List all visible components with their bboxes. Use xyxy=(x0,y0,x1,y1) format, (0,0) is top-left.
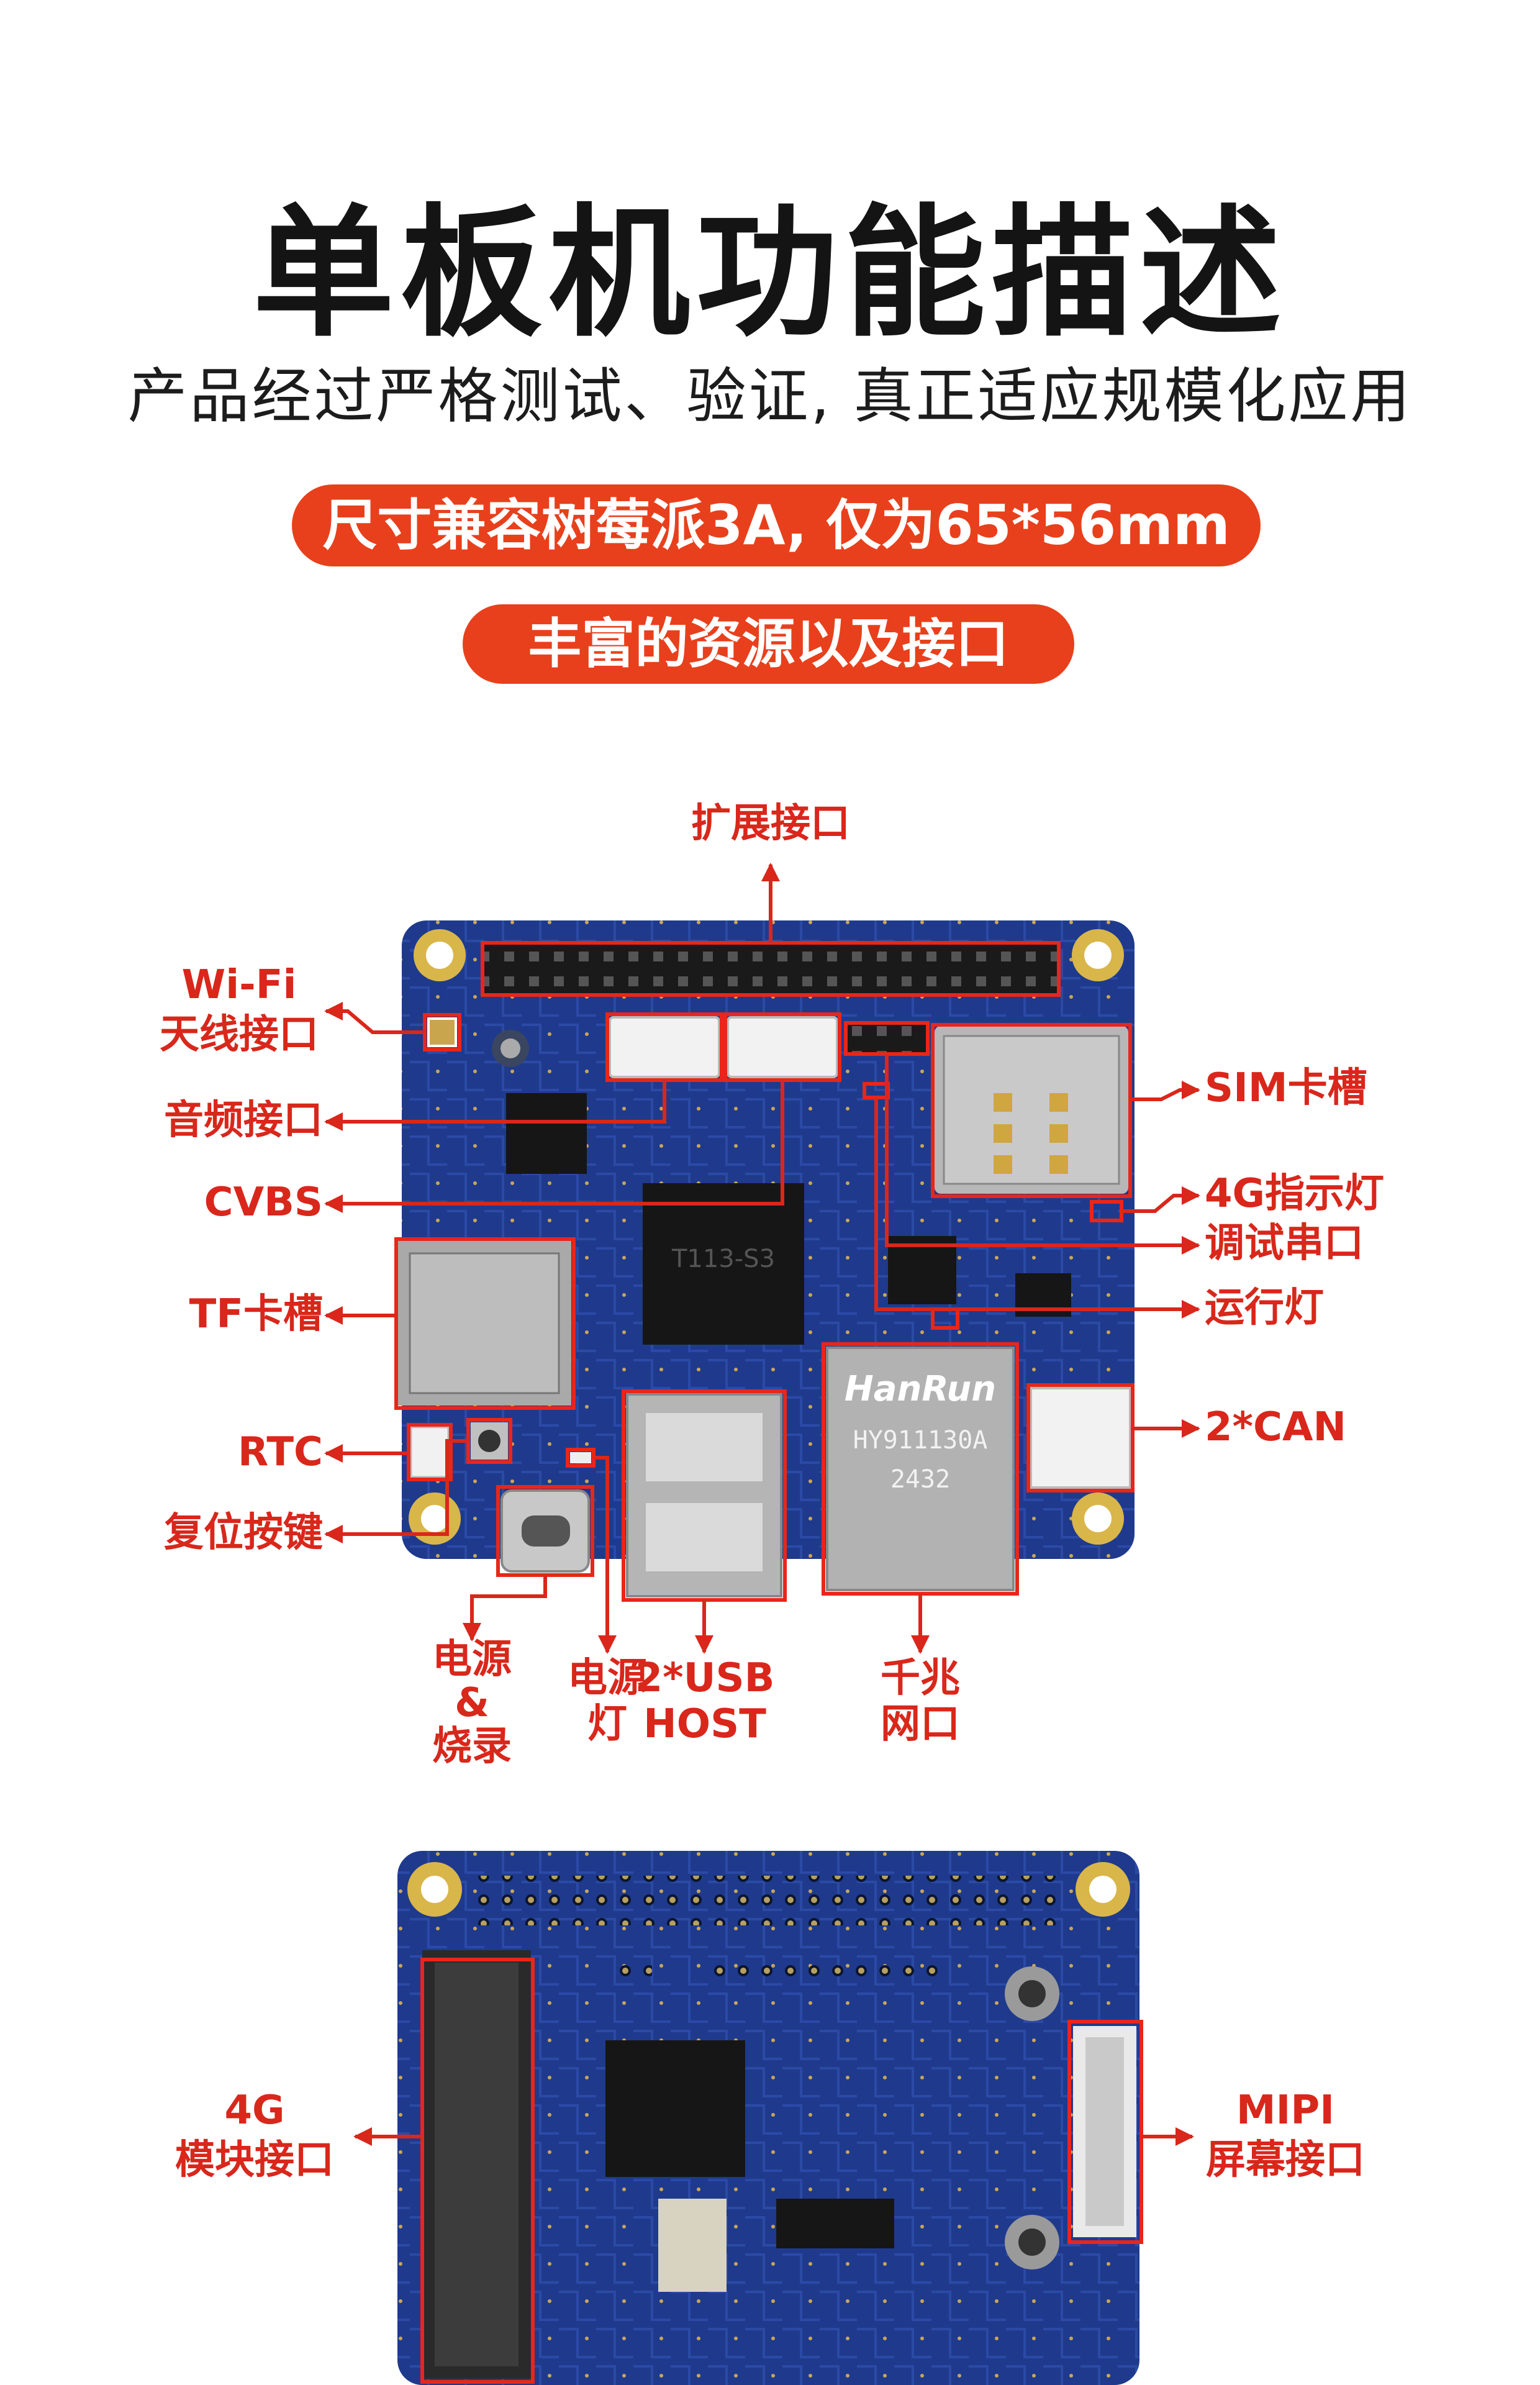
ethernet-brand: HanRun xyxy=(845,1369,996,1409)
page-title: 单板机功能描述 xyxy=(253,191,1287,356)
label-sim: SIM卡槽 xyxy=(1205,1065,1367,1111)
ethernet-model: HY911130A xyxy=(853,1426,988,1455)
label-power-led-line1: 电源 xyxy=(568,1655,647,1701)
page-subtitle: 产品经过严格测试、验证, 真正适应规模化应用 xyxy=(127,361,1413,431)
label-power-line1: 电源 xyxy=(432,1637,512,1683)
label-power-led-line2: 灯 xyxy=(587,1701,627,1747)
label-cvbs: CVBS xyxy=(204,1179,323,1225)
label-mipi-line2: 屏幕接口 xyxy=(1206,2137,1365,2183)
label-4g-module-line2: 模块接口 xyxy=(175,2137,334,2183)
label-audio: 音频接口 xyxy=(164,1097,323,1143)
size-badge: 尺寸兼容树莓派3A, 仅为65*56mm xyxy=(292,484,1261,566)
ethernet-code: 2432 xyxy=(890,1465,950,1494)
bottom-highlights xyxy=(420,1958,1143,2384)
resources-badge: 丰富的资源以及接口 xyxy=(463,604,1074,684)
label-eth-line1: 千兆 xyxy=(881,1655,960,1701)
label-wifi-line2: 天线接口 xyxy=(160,1012,319,1058)
bottom-board xyxy=(397,1851,1139,2385)
label-tf: TF卡槽 xyxy=(189,1291,323,1337)
label-mipi-line1: MIPI xyxy=(1236,2087,1335,2133)
label-can: 2*CAN xyxy=(1205,1404,1347,1450)
label-eth-line2: 网口 xyxy=(881,1701,960,1747)
label-usb-line2: HOST xyxy=(643,1701,766,1747)
label-run-led: 运行灯 xyxy=(1205,1285,1324,1331)
top-leaders xyxy=(324,863,1200,1654)
label-usb-line1: 2*USB xyxy=(635,1655,775,1701)
label-reset: 复位按键 xyxy=(164,1510,323,1556)
label-wifi-line1: Wi-Fi xyxy=(181,962,297,1008)
label-4g-module-line1: 4G xyxy=(224,2087,285,2133)
label-rtc: RTC xyxy=(237,1429,323,1475)
label-4g-led: 4G指示灯 xyxy=(1205,1171,1385,1217)
label-power-line3: 烧录 xyxy=(432,1724,512,1769)
label-expansion: 扩展接口 xyxy=(691,801,850,847)
label-power-line2: & xyxy=(455,1680,489,1726)
soc-marking: T113-S3 xyxy=(671,1245,775,1273)
top-board: T113-S3 HanRun HY911130A 2432 xyxy=(397,920,1135,1597)
label-debug-uart: 调试串口 xyxy=(1205,1220,1364,1266)
